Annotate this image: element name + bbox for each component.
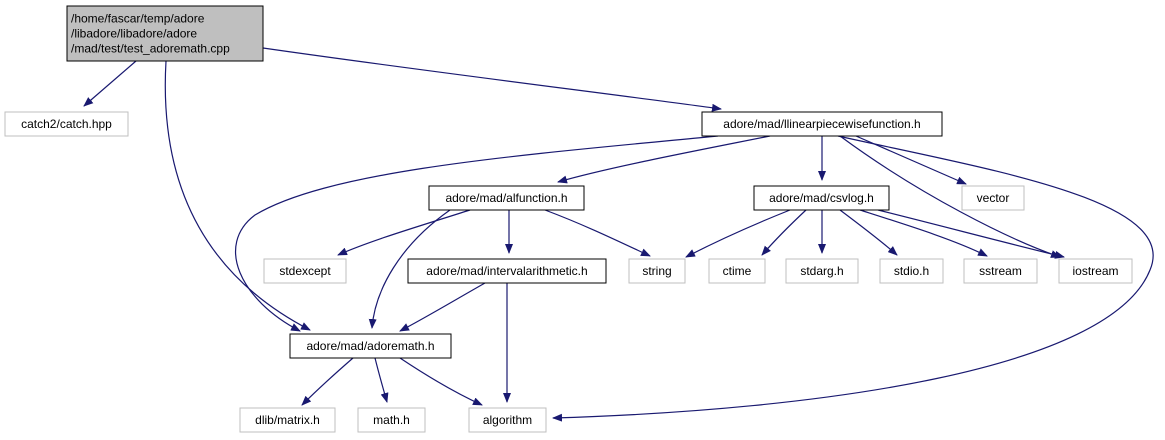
- edge-arrow: [877, 209, 1065, 259]
- edge-llpf-to-iostream: [839, 135, 1061, 258]
- edge-arrow: [399, 282, 486, 332]
- node-label: string: [642, 264, 671, 278]
- node-stdarg: stdarg.h: [785, 258, 859, 284]
- edge-csvlog-to-ctime: [761, 209, 807, 256]
- node-box: [963, 258, 1038, 284]
- node-label: /libadore/libadore/adore: [71, 27, 197, 41]
- edge-arrow: [855, 135, 967, 185]
- node-adoremath[interactable]: adore/mad/adoremath.h: [289, 333, 452, 359]
- edge-csvlog-to-string: [685, 209, 791, 258]
- edge-arrow: [399, 357, 483, 406]
- edge-csvlog-to-iostream: [877, 209, 1065, 259]
- node-label: math.h: [373, 413, 410, 427]
- node-box: [785, 258, 859, 284]
- edge-arrow: [262, 47, 722, 112]
- node-iostream: iostream: [1058, 258, 1133, 284]
- node-stdexcept: stdexcept: [263, 258, 347, 284]
- node-math: math.h: [357, 407, 426, 433]
- node-ctime: ctime: [708, 258, 766, 284]
- node-label: dlib/matrix.h: [255, 413, 320, 427]
- node-vector: vector: [961, 185, 1025, 211]
- edge-llpf-to-alfunction: [557, 135, 771, 184]
- node-box: [753, 185, 890, 211]
- edge-arrow: [761, 209, 807, 256]
- node-box: [961, 185, 1025, 211]
- edge-root-to-catch: [83, 60, 137, 107]
- node-label: adore/mad/alfunction.h: [445, 191, 567, 205]
- node-box: [289, 333, 452, 359]
- node-box: [879, 258, 944, 284]
- edge-interval-to-adoremath: [399, 282, 486, 332]
- node-box: [428, 185, 585, 211]
- node-stdio: stdio.h: [879, 258, 944, 284]
- node-box: [407, 258, 607, 284]
- edge-arrow: [859, 209, 988, 257]
- node-dlib: dlib/matrix.h: [239, 407, 336, 433]
- node-box: [66, 5, 264, 62]
- edge-arrow: [544, 209, 651, 257]
- edge-root-to-llpf: [262, 47, 722, 112]
- node-box: [263, 258, 347, 284]
- node-label: stdio.h: [894, 264, 929, 278]
- node-label: iostream: [1072, 264, 1118, 278]
- edge-llpf-to-vector: [855, 135, 967, 185]
- node-box: [701, 111, 943, 137]
- edge-arrow: [368, 209, 451, 329]
- node-sstream: sstream: [963, 258, 1038, 284]
- node-label: /home/fascar/temp/adore: [71, 12, 205, 26]
- edge-arrow: [337, 209, 471, 256]
- node-box: [4, 111, 129, 137]
- edge-adoremath-to-dlib: [301, 357, 354, 406]
- node-label: adore/mad/csvlog.h: [769, 191, 874, 205]
- edge-arrow: [552, 135, 1154, 422]
- node-box: [468, 407, 547, 433]
- node-box: [708, 258, 766, 284]
- node-box: [357, 407, 426, 433]
- node-label: vector: [977, 191, 1010, 205]
- edge-llpf-to-adoremath: [235, 135, 719, 332]
- node-algorithm: algorithm: [468, 407, 547, 433]
- edge-arrow: [83, 60, 137, 107]
- node-interval[interactable]: adore/mad/intervalarithmetic.h: [407, 258, 607, 284]
- edge-llpf-to-algorithm: [552, 135, 1154, 422]
- edge-adoremath-to-algorithm: [399, 357, 483, 406]
- edge-csvlog-to-sstream: [859, 209, 988, 257]
- node-catch: catch2/catch.hpp: [4, 111, 129, 137]
- edge-csvlog-to-stdio: [839, 209, 898, 256]
- node-label: stdexcept: [279, 264, 331, 278]
- edge-arrow: [685, 209, 791, 258]
- node-label: algorithm: [483, 413, 532, 427]
- node-root[interactable]: /home/fascar/temp/adore/libadore/libador…: [66, 5, 264, 62]
- edge-alfunction-to-string: [544, 209, 651, 257]
- edge-alfunction-to-stdexcept: [337, 209, 471, 256]
- edge-root-to-adoremath: [164, 60, 311, 331]
- nodes-layer: /home/fascar/temp/adore/libadore/libador…: [4, 5, 1133, 433]
- edge-alfunction-to-adoremath: [368, 209, 451, 329]
- node-llpf[interactable]: adore/mad/llinearpiecewisefunction.h: [701, 111, 943, 137]
- edge-arrow: [164, 60, 311, 331]
- node-label: /mad/test/test_adoremath.cpp: [71, 42, 230, 56]
- edge-arrow: [839, 135, 1061, 258]
- node-box: [1058, 258, 1133, 284]
- node-box: [628, 258, 686, 284]
- edge-arrow: [235, 135, 719, 332]
- node-string: string: [628, 258, 686, 284]
- node-label: ctime: [723, 264, 752, 278]
- node-label: adore/mad/adoremath.h: [306, 339, 434, 353]
- edge-arrow: [839, 209, 898, 256]
- edge-arrow: [557, 135, 771, 184]
- node-label: adore/mad/llinearpiecewisefunction.h: [723, 117, 920, 131]
- edge-arrow: [374, 357, 389, 403]
- node-label: stdarg.h: [800, 264, 843, 278]
- edge-adoremath-to-math: [374, 357, 389, 403]
- edges-layer: [83, 47, 1154, 422]
- node-label: adore/mad/intervalarithmetic.h: [426, 264, 587, 278]
- node-box: [239, 407, 336, 433]
- node-alfunction[interactable]: adore/mad/alfunction.h: [428, 185, 585, 211]
- node-label: sstream: [979, 264, 1022, 278]
- node-csvlog[interactable]: adore/mad/csvlog.h: [753, 185, 890, 211]
- node-label: catch2/catch.hpp: [21, 117, 112, 131]
- edge-arrow: [301, 357, 354, 406]
